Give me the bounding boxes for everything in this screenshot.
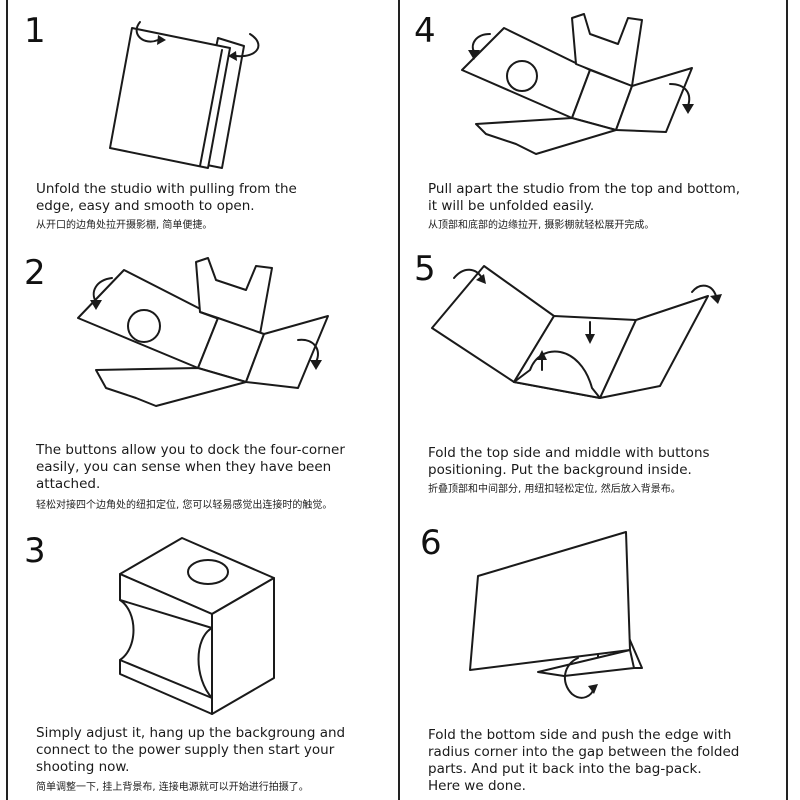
- pulled-apart-studio: [461, 13, 694, 155]
- text-line: parts. And put it back into the bag-pack…: [428, 761, 702, 777]
- text-line: Fold the top side and middle with button…: [428, 445, 710, 461]
- left-border: [6, 0, 8, 800]
- right-border: [786, 0, 788, 800]
- folded-studio-panel: [109, 21, 260, 169]
- rotate-arrow-icon: [453, 268, 483, 279]
- rotate-arrow-icon: [691, 284, 717, 297]
- step-4-description: Pull apart the studio from the top and b…: [428, 181, 740, 215]
- text-line: easily, you can sense when they have bee…: [36, 459, 332, 475]
- text-line: attached.: [36, 476, 101, 492]
- text-line: shooting now.: [36, 759, 130, 775]
- step-3-illustration: [114, 528, 284, 718]
- step-4-chinese: 从顶部和底部的边缘拉开, 摄影棚就轻松展开完成。: [428, 220, 655, 231]
- text-line: connect to the power supply then start y…: [36, 742, 335, 758]
- folded-studio-bag: [469, 531, 643, 699]
- rotate-arrow-icon: [297, 338, 319, 363]
- folding-studio-top: [431, 265, 722, 399]
- step-5-illustration: [430, 258, 730, 408]
- step-1-chinese: 从开口的边角处拉开摄影棚, 简单便捷。: [36, 220, 213, 231]
- rotate-arrow-icon: [135, 21, 159, 43]
- text-line: it will be unfolded easily.: [428, 198, 595, 214]
- text-line: Fold the bottom side and push the edge w…: [428, 727, 732, 743]
- step-number: 5: [414, 249, 436, 289]
- step-3-chinese: 简单调整一下, 挂上背景布, 连接电源就可以开始进行拍摄了。: [36, 782, 309, 793]
- step-2-chinese: 轻松对接四个边角处的纽扣定位, 您可以轻易感觉出连接时的触觉。: [36, 500, 333, 511]
- step-number: 2: [24, 253, 46, 293]
- text-line: Here we done.: [428, 778, 526, 794]
- unfolded-studio: [77, 257, 329, 407]
- rotate-arrow-icon: [235, 33, 260, 58]
- text-line: Pull apart the studio from the top and b…: [428, 181, 741, 197]
- center-divider: [398, 0, 400, 800]
- step-number: 4: [414, 11, 436, 51]
- step-3-description: Simply adjust it, hang up the backgroung…: [36, 725, 345, 776]
- step-6-description: Fold the bottom side and push the edge w…: [428, 727, 739, 795]
- step-2-description: The buttons allow you to dock the four-c…: [36, 442, 345, 493]
- rotate-arrow-icon: [669, 83, 691, 107]
- text-line: Simply adjust it, hang up the backgroung…: [36, 725, 346, 741]
- step-number: 1: [24, 11, 46, 51]
- step-1-illustration: [109, 8, 270, 178]
- step-6-illustration: [468, 522, 648, 712]
- rotate-arrow-icon: [92, 277, 113, 303]
- text-line: edge, easy and smooth to open.: [36, 198, 255, 214]
- text-line: positioning. Put the background inside.: [428, 462, 692, 478]
- step-number: 6: [420, 523, 442, 563]
- step-2-illustration: [76, 257, 346, 408]
- text-line: radius corner into the gap between the f…: [428, 744, 740, 760]
- step-1-description: Unfold the studio with pulling from the …: [36, 181, 297, 215]
- text-line: The buttons allow you to dock the four-c…: [36, 442, 345, 458]
- rotate-arrow-icon: [563, 657, 595, 699]
- step-4-illustration: [460, 13, 720, 159]
- step-5-chinese: 折叠顶部和中间部分, 用纽扣轻松定位, 然后放入背景布。: [428, 484, 681, 495]
- assembled-studio-cube: [119, 537, 275, 715]
- step-number: 3: [24, 531, 46, 571]
- rotate-arrow-icon: [471, 33, 491, 53]
- text-line: Unfold the studio with pulling from the: [36, 181, 297, 197]
- step-5-description: Fold the top side and middle with button…: [428, 445, 710, 479]
